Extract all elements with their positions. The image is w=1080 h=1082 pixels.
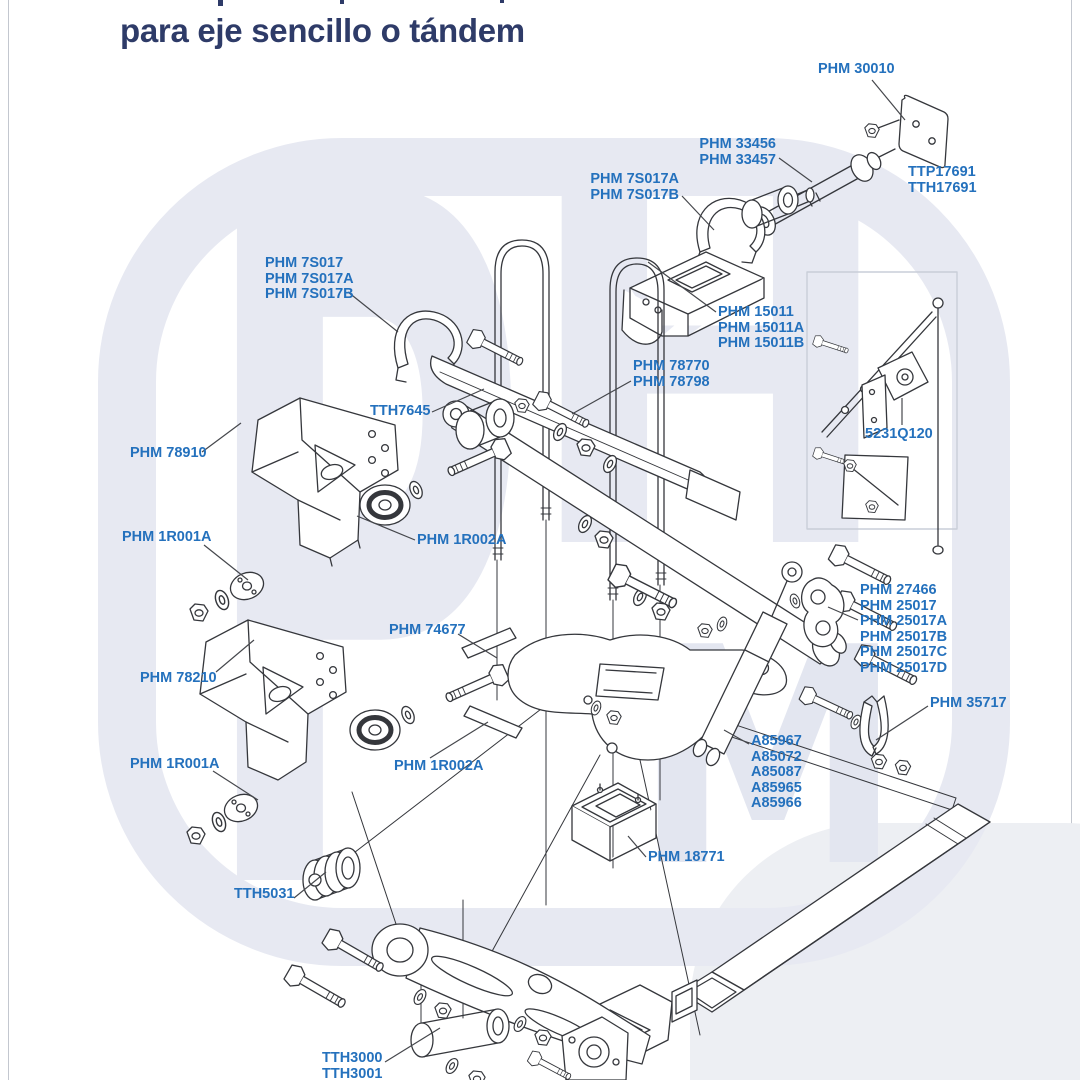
title-fragment bbox=[340, 0, 344, 4]
shock-absorber bbox=[692, 561, 803, 767]
bushing-1r002a-bottom bbox=[349, 661, 512, 751]
spring-eye-bushing bbox=[455, 398, 530, 450]
square-beam bbox=[679, 803, 991, 1013]
axle-flange-plate bbox=[525, 1016, 629, 1080]
u-bolt-rear bbox=[607, 257, 667, 601]
page-right-edge bbox=[1071, 0, 1072, 1080]
shock-lower-bracket bbox=[797, 683, 912, 776]
shock-upper-mount bbox=[787, 577, 845, 648]
bushing-1r002a-top bbox=[359, 435, 514, 526]
title-fragment bbox=[218, 0, 223, 6]
channel-bracket-18771 bbox=[571, 782, 657, 862]
axle-bushing-tube bbox=[281, 925, 552, 1080]
page-title: para eje sencillo o tándem bbox=[120, 12, 525, 49]
page-left-edge bbox=[8, 0, 9, 1080]
hanger-bracket-78910 bbox=[251, 397, 399, 567]
hanger-bracket-78210 bbox=[199, 619, 347, 781]
u-bolt-front bbox=[492, 239, 552, 561]
height-control-valve-kit bbox=[806, 271, 958, 555]
axle-bushing bbox=[741, 185, 815, 229]
leader-lines bbox=[201, 79, 929, 1063]
pivot-bushing-tth5031 bbox=[302, 847, 361, 901]
title-fragment bbox=[500, 0, 504, 3]
beam-sockets bbox=[597, 979, 698, 1061]
torque-rod-assembly bbox=[752, 94, 949, 236]
